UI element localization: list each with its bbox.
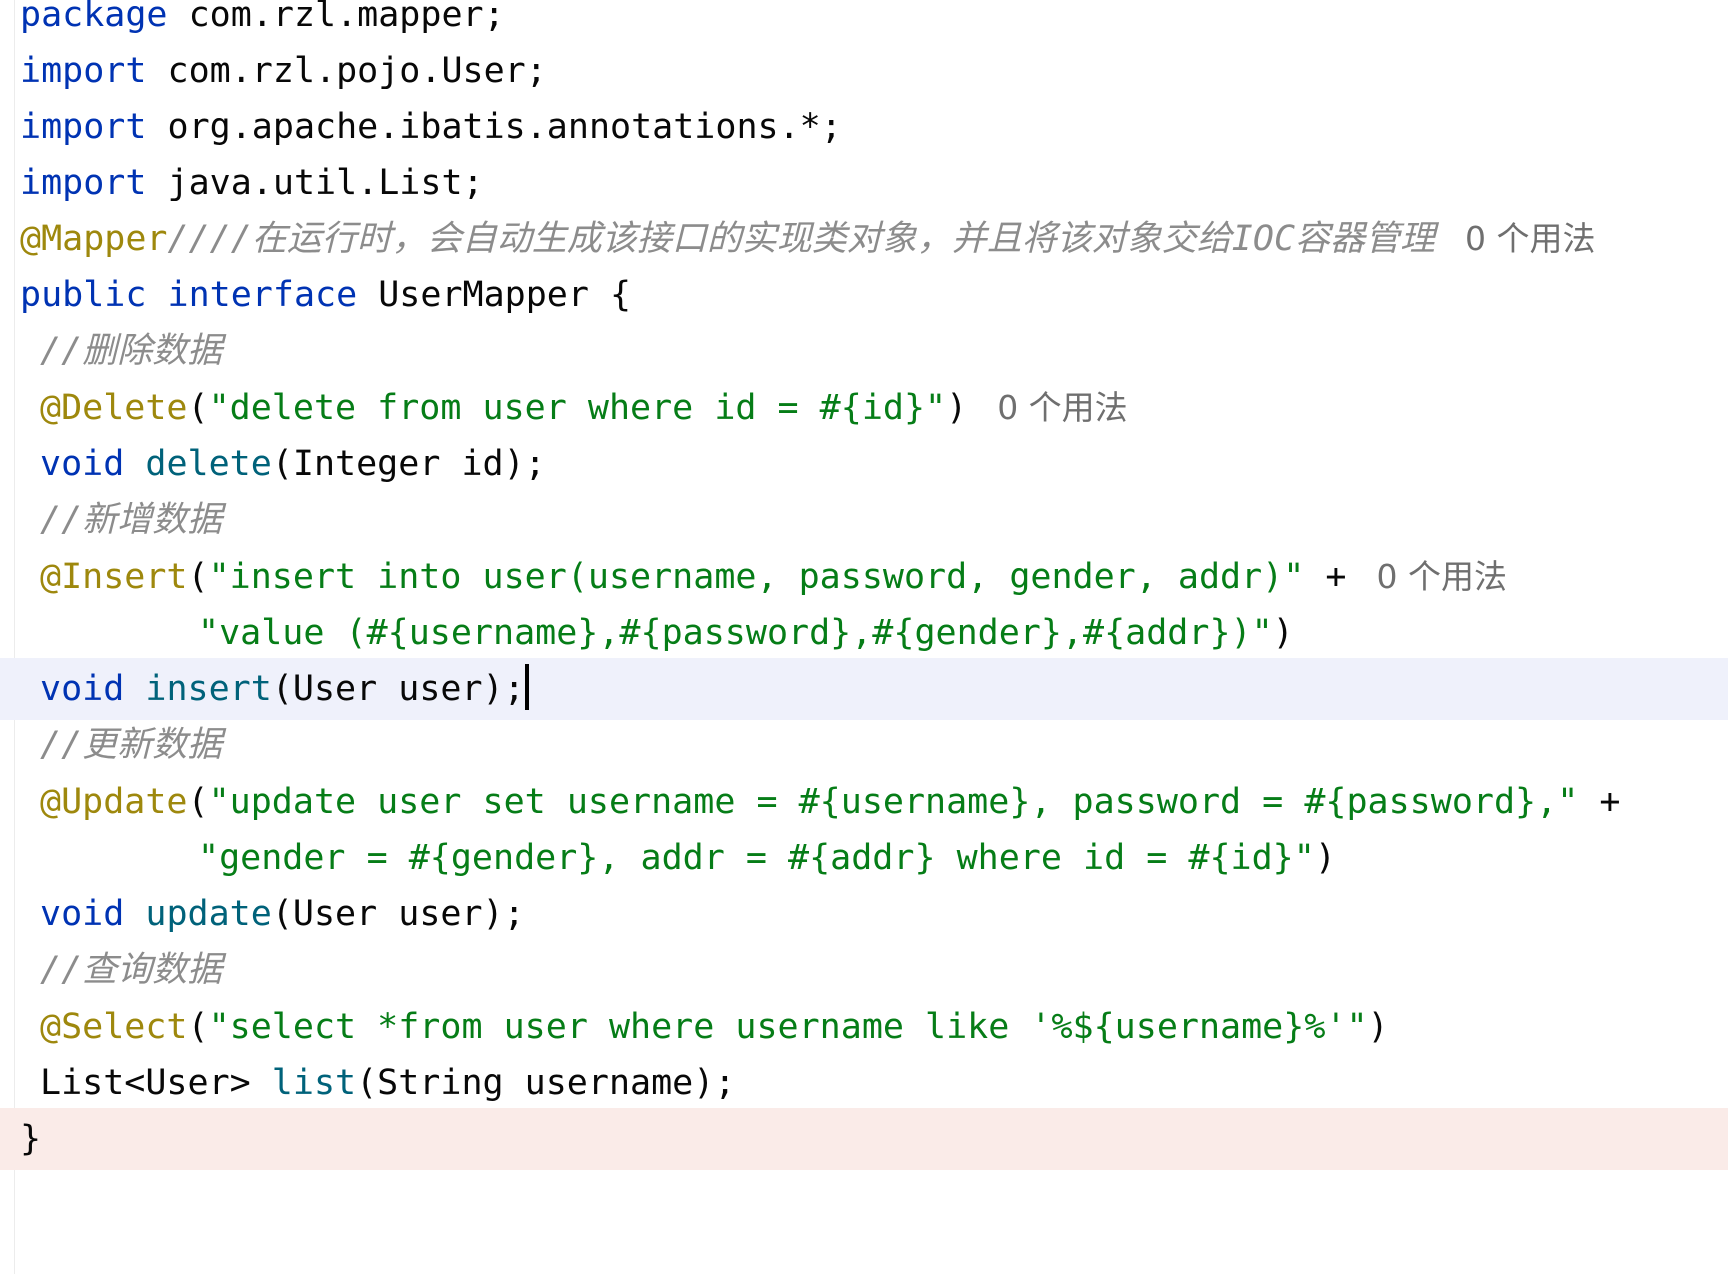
import-path: java.util.List; [146, 163, 484, 203]
method-params: (User user); [271, 669, 525, 709]
keyword-void: void [40, 669, 125, 709]
keyword-interface: interface [146, 275, 358, 315]
comment-insert: //新增数据 [40, 500, 223, 540]
sql-insert-part1: "insert into user(username, password, ge… [208, 557, 1305, 597]
comment-mapper: ////在运行时，会自动生成该接口的实现类对象，并且将该对象交给IOC容器管理 [167, 219, 1436, 259]
usage-hint[interactable]: 0 个用法 [1376, 557, 1507, 596]
sql-insert-part2: "value (#{username},#{password},#{gender… [198, 613, 1273, 653]
code-line-delete-method[interactable]: void delete(Integer id); [0, 433, 1728, 495]
keyword-import: import [20, 107, 147, 147]
usage-hint[interactable]: 0 个用法 [1465, 219, 1596, 258]
gutter-divider [14, 0, 15, 1274]
code-line-comment-select[interactable]: //查询数据 [0, 939, 1728, 1001]
sql-update-part2: "gender = #{gender}, addr = #{addr} wher… [198, 838, 1315, 878]
code-line-insert-annotation[interactable]: @Insert("insert into user(username, pass… [40, 557, 1507, 597]
code-line-import-list[interactable]: import java.util.List; [0, 152, 1728, 214]
code-line-import-annotations[interactable]: import org.apache.ibatis.annotations.*; [0, 96, 1728, 158]
sql-select: "select *from user where username like '… [208, 1007, 1368, 1047]
code-line-comment-delete[interactable]: //删除数据 [0, 320, 1728, 382]
code-line-update-method[interactable]: void update(User user); [0, 883, 1728, 945]
code-line-mapper-annotation[interactable]: @Mapper////在运行时，会自动生成该接口的实现类对象，并且将该对象交给I… [0, 208, 1728, 270]
method-list: list [271, 1063, 357, 1103]
keyword-void: void [40, 894, 125, 934]
plus-operator: + [1304, 557, 1347, 597]
keyword-package: package [20, 0, 168, 35]
code-line-package[interactable]: package com.rzl.mapper; [0, 0, 1728, 46]
code-line-insert-continuation[interactable]: "value (#{username},#{password},#{gender… [198, 613, 1294, 653]
closing-brace: } [20, 1119, 42, 1159]
usage-hint[interactable]: 0 个用法 [997, 388, 1128, 427]
annotation-delete: @Delete [40, 388, 188, 428]
text-caret [524, 664, 529, 710]
comment-select: //查询数据 [40, 950, 223, 990]
annotation-insert: @Insert [40, 557, 188, 597]
method-delete: delete [145, 444, 272, 484]
annotation-select: @Select [40, 1007, 188, 1047]
method-params: (String username); [356, 1063, 736, 1103]
method-params: (User user); [271, 894, 525, 934]
code-line-comment-insert[interactable]: //新增数据 [0, 489, 1728, 551]
code-line-insert-method[interactable]: void insert(User user); [0, 658, 1728, 720]
code-line-comment-update[interactable]: //更新数据 [0, 714, 1728, 776]
keyword-public: public [20, 275, 147, 315]
annotation-mapper: @Mapper [20, 219, 168, 259]
import-path: com.rzl.pojo.User; [146, 51, 547, 91]
keyword-import: import [20, 163, 147, 203]
code-line-delete-annotation[interactable]: @Delete("delete from user where id = #{i… [40, 388, 1128, 428]
method-insert: insert [145, 669, 272, 709]
sql-delete: "delete from user where id = #{id}" [208, 388, 947, 428]
code-line-import-user[interactable]: import com.rzl.pojo.User; [0, 40, 1728, 102]
code-line-list-method[interactable]: List<User> list(String username); [0, 1052, 1728, 1114]
package-name: com.rzl.mapper; [167, 0, 505, 35]
plus-operator: + [1578, 782, 1621, 822]
import-path: org.apache.ibatis.annotations.*; [146, 107, 842, 147]
return-type: List<User> [40, 1063, 272, 1103]
keyword-void: void [40, 444, 125, 484]
code-line-update-continuation[interactable]: "gender = #{gender}, addr = #{addr} wher… [198, 838, 1336, 878]
method-update: update [145, 894, 272, 934]
comment-delete: //删除数据 [40, 331, 223, 371]
keyword-import: import [20, 51, 147, 91]
sql-update-part1: "update user set username = #{username},… [208, 782, 1579, 822]
comment-update: //更新数据 [40, 725, 223, 765]
code-line-closing-brace[interactable]: } [0, 1108, 1728, 1170]
interface-name: UserMapper { [357, 275, 632, 315]
annotation-update: @Update [40, 782, 188, 822]
code-line-interface-decl[interactable]: public interface UserMapper { [0, 264, 1728, 326]
code-line-select-annotation[interactable]: @Select("select *from user where usernam… [40, 1007, 1389, 1047]
method-params: (Integer id); [271, 444, 546, 484]
code-line-update-annotation[interactable]: @Update("update user set username = #{us… [40, 782, 1621, 822]
